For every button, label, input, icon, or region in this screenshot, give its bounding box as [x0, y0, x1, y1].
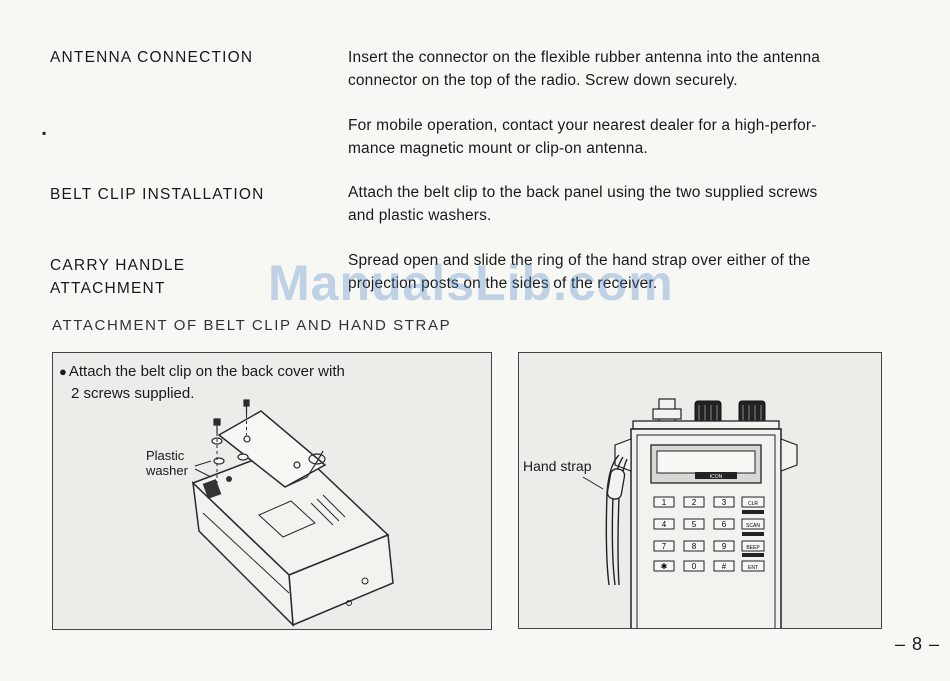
keypad-key	[713, 496, 735, 508]
keypad-key	[741, 560, 765, 572]
receiver-drawing: ICON 1 2 3 CLR 4 5 6 SCAN 7 8 9 BEEP ✱ 0 # ENT	[582, 398, 798, 628]
label-line: washer	[146, 463, 188, 478]
keypad-key	[683, 560, 705, 572]
text-line: projection posts on the sides of the rec…	[348, 275, 658, 292]
keypad-key	[653, 496, 675, 508]
display-label: ICON	[710, 474, 723, 480]
keypad-key-label: 9	[722, 542, 727, 551]
keypad-key	[683, 496, 705, 508]
text-line: and plastic washers.	[348, 207, 492, 224]
keypad-key	[683, 540, 705, 552]
text-line: Insert the connector on the flexible rub…	[348, 49, 821, 66]
paragraph-belt-clip: Attach the belt clip to the back panel u…	[348, 181, 888, 227]
heading-line: CARRY HANDLE	[50, 257, 186, 274]
keypad-key-label: #	[722, 562, 727, 571]
paragraph-antenna-2: For mobile operation, contact your neare…	[348, 114, 888, 160]
edge-mark: ▪	[42, 126, 47, 140]
text-line: Spread open and slide the ring of the ha…	[348, 252, 811, 269]
hand-strap-illustration: ICON 1 2 3 CLR 4 5 6 SCAN 7 8 9 BEEP ✱ 0 # ENT Hand str…	[518, 352, 882, 629]
belt-clip-drawing	[191, 399, 394, 627]
watermark: ManualsLib.com	[268, 255, 674, 311]
keypad-key	[653, 560, 675, 572]
heading-belt-clip-installation: BELT CLIP INSTALLATION	[50, 186, 264, 204]
keypad-key	[653, 518, 675, 530]
keypad-key-label: 7	[662, 542, 667, 551]
text-line: For mobile operation, contact your neare…	[348, 117, 817, 134]
keypad-key-label: ENT	[748, 565, 758, 571]
keypad-key-label: CLR	[748, 501, 758, 507]
function-strip	[742, 510, 764, 514]
function-strip	[742, 553, 764, 557]
heading-line: ANTENNA CONNECTION	[50, 49, 254, 66]
caption-line: 2 screws supplied.	[71, 385, 195, 402]
heading-antenna-connection: ANTENNA CONNECTION	[50, 49, 253, 67]
page-number: – 8 –	[894, 634, 940, 654]
label-line: Plastic	[146, 448, 185, 463]
keypad-key-label: 1	[662, 498, 667, 507]
keypad-key	[653, 540, 675, 552]
heading-carry-handle: CARRY HANDLE ATTACHMENT	[50, 254, 185, 300]
paragraph-antenna-1: Insert the connector on the flexible rub…	[348, 46, 888, 92]
keypad-key-label: 3	[722, 498, 727, 507]
keypad-key	[741, 540, 765, 552]
keypad-key	[741, 496, 765, 508]
keypad-key-label: 4	[662, 520, 667, 529]
heading-line: BELT CLIP INSTALLATION	[50, 186, 265, 203]
keypad-key	[683, 518, 705, 530]
text-line: mance magnetic mount or clip-on antenna.	[348, 140, 648, 157]
caption-line: ●Attach the belt clip on the back cover …	[59, 361, 345, 383]
keypad-key	[713, 560, 735, 572]
keypad-key-label: 8	[692, 542, 697, 551]
belt-clip-caption: ●Attach the belt clip on the back cover …	[59, 361, 345, 405]
keypad-key-label: 2	[692, 498, 697, 507]
function-strip	[742, 532, 764, 536]
hand-strap-label: Hand strap	[523, 458, 592, 474]
keypad-key-label: 0	[692, 562, 697, 571]
keypad-key-label: 5	[692, 520, 697, 529]
paragraph-carry-handle: Spread open and slide the ring of the ha…	[348, 249, 888, 295]
text-line: Attach the belt clip to the back panel u…	[348, 184, 818, 201]
plastic-washer-label: Plastic washer	[146, 448, 188, 478]
text-line: connector on the top of the radio. Screw…	[348, 72, 738, 89]
figure-section-title: ATTACHMENT OF BELT CLIP AND HAND STRAP	[52, 317, 452, 334]
keypad-key	[713, 518, 735, 530]
bullet-icon: ●	[59, 364, 67, 379]
keypad-key	[713, 540, 735, 552]
heading-line: ATTACHMENT	[50, 280, 166, 297]
keypad-key-label: SCAN	[746, 523, 760, 529]
belt-clip-illustration: ●Attach the belt clip on the back cover …	[52, 352, 492, 630]
keypad-key-label: ✱	[661, 562, 668, 571]
keypad-key-label: BEEP	[746, 545, 760, 551]
keypad-key	[741, 518, 765, 530]
keypad-key-label: 6	[722, 520, 727, 529]
